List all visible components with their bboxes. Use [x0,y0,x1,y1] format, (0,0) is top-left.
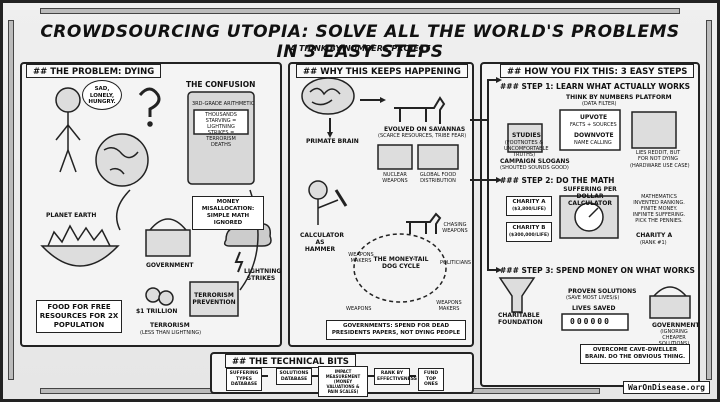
downvote-label: DOWNVOTE [574,132,614,139]
food-distribution-label: GLOBAL FOOD DISTRIBUTION [419,172,457,184]
tech-fund: FUND TOP ONES [418,368,444,391]
evolved-note: (SCARCE RESOURCES, TRIBE FEAR) [378,133,467,139]
cycle-label: THE MONEY-TAIL DOG CYCLE [373,256,429,270]
left-pipe [8,20,14,380]
charity-a-name: CHARITY A [512,199,546,205]
charity-b-name: CHARITY B [512,225,546,231]
tech-rank: RANK BY EFFECTIVENESS [374,368,417,385]
government-label: GOVERNMENT [146,262,194,269]
step1-heading: ### STEP 1: LEARN WHAT ACTUALLY WORKS [500,82,691,91]
mathematics-note: MATHEMATICS INVENTED RANKING. FINITE MON… [632,194,686,224]
terrorism-prevention-label: TERRORISM PREVENTION [192,292,236,306]
weapons-makers-right: WEAPONS MAKERS [436,300,462,312]
politicians-label: POLITICIANS [440,260,472,266]
step2-heading: ### STEP 2: DO THE MATH [500,176,615,185]
misallocation-box: MONEY MISALLOCATION: SIMPLE MATH IGNORED [192,196,264,230]
upvote-label: UPVOTE [580,114,608,121]
step3-heading: ### STEP 3: SPEND MONEY ON WHAT WORKS [500,266,695,275]
site-link[interactable]: WarOnDisease.org [622,381,710,394]
campaign-note: (SHOUTED SOUNDS GOOD) [500,165,569,171]
lives-saved-label: LIVES SAVED [572,305,616,312]
calculator-screen: THOUSANDS STARVING = LIGHTNING STRIKES =… [205,112,237,148]
studies-note: (FOOTNOTES & UNCOMFORTABLE TRUTHS) [504,140,549,158]
trillion-label: $1 TRILLION [136,308,178,315]
studies-label: STUDIES [512,132,541,139]
top-pipe [40,8,680,14]
platform-label: THINK BY NUMBERS PLATFORM [566,94,672,101]
calculator-hammer-label: CALCULATOR AS HAMMER [300,232,344,253]
lives-counter: 000000 [570,317,611,326]
downvote-note: NAME CALLING [574,140,612,146]
overcome-box: OVERCOME CAVE-DWELLER BRAIN. DO THE OBVI… [580,344,690,364]
charity-a-rank-label: CHARITY A [636,232,673,239]
planet-earth-label: PLANET EARTH [46,212,97,219]
lies-note: (HARDWARE USE CASE) [630,163,690,169]
terrorism-label: TERRORISM [150,322,190,329]
tech-solutions-db: SOLUTIONS DATABASE [276,368,312,385]
charity-b-value: ($300,000/LIFE) [509,233,550,238]
charitable-label: CHARITABLE FOUNDATION [498,312,543,326]
speech-bubble: SAD, LONELY, HUNGRY. [82,80,122,110]
technical-heading: ## THE TECHNICAL BITS [225,354,356,368]
weapons-label: WEAPONS [346,306,372,312]
charity-a-box: CHARITY A ($3,800/LIFE) [506,196,552,216]
problem-heading: ## THE PROBLEM: DYING [26,64,162,78]
food-resources-box: FOOD FOR FREE RESOURCES FOR 2X POPULATIO… [36,300,122,333]
calculator-label: SUFFERING PER DOLLAR CALCULATOR [563,186,617,207]
governments-note-box: GOVERNMENTS: SPEND FOR DEAD PRESIDENTS P… [326,320,466,340]
lightning-label: LIGHTNING STRIKES [244,268,282,282]
lies-label: LIES REDDIT, BUT FOR NOT DYING [635,150,681,162]
platform-note: (DATA FILTER) [582,101,617,107]
page-subtitle: A THINK BY NUMBERS PROJECT [289,44,431,53]
nuclear-label: NUCLEAR WEAPONS [382,172,408,184]
evolved-label: EVOLVED ON SAVANNAS [384,126,466,133]
calculator-top-label: 3RD-GRADE ARITHMETIC [192,101,255,107]
fix-heading: ## HOW YOU FIX THIS: 3 EASY STEPS [500,64,695,78]
upvote-note: FACTS + SOURCES [570,122,617,128]
terrorism-note: (LESS THAN LIGHTNING) [140,330,202,336]
proven-note: (SAVE MOST LIVES/$) [566,295,620,301]
why-heading: ## WHY THIS KEEPS HAPPENING [296,64,468,78]
proven-label: PROVEN SOLUTIONS [568,288,637,295]
page-title: CROWDSOURCING UTOPIA: SOLVE ALL THE WORL… [40,22,680,62]
tech-impact: IMPACT MEASUREMENT (MONEY VALUATIONS & P… [318,366,368,397]
charity-b-box: CHARITY B ($300,000/LIFE) [506,222,552,242]
why-panel [288,62,474,347]
government-step3-label: GOVERNMENT [652,322,700,329]
confusion-label: THE CONFUSION [186,80,256,89]
primate-brain-label: PRIMATE BRAIN [306,138,359,145]
charity-a-value: ($3,800/LIFE) [512,207,546,212]
chasing-weapons-label: CHASING WEAPONS [442,222,468,234]
right-pipe [706,20,712,380]
tech-suffering-db: SUFFERING TYPES DATABASE [226,368,262,391]
weapons-makers-left: WEAPONS MAKERS [348,252,374,264]
campaign-label: CAMPAIGN SLOGANS [500,158,570,165]
rank-note: (RANK #1) [640,240,667,246]
